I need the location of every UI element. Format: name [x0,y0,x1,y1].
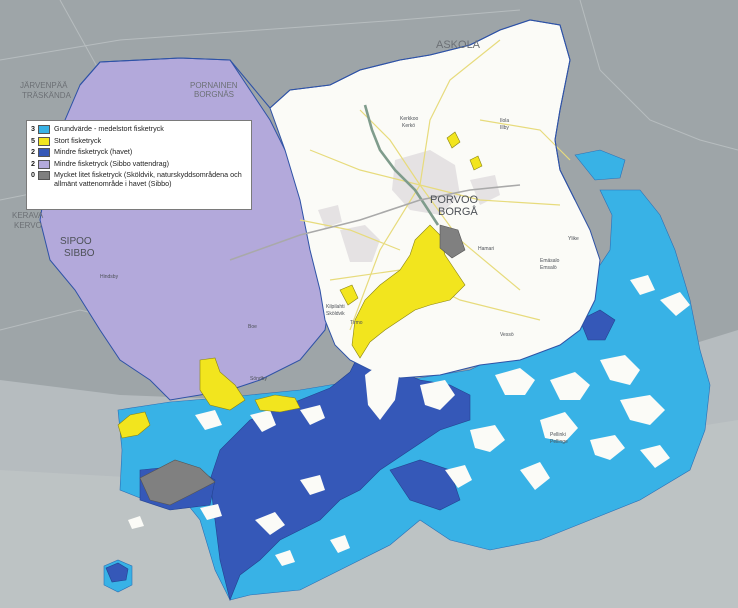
legend-swatch-lower-sea [38,148,50,157]
label-sipoo: SIPOO [60,236,92,247]
legend-label: Grundvärde - medelstort fisketryck [54,124,164,133]
label-traskanda: TRÄSKÄNDA [22,91,72,100]
legend-swatch-high [38,136,50,146]
label-kilpilahti: Kilpilahti [326,304,345,310]
label-boe: Boe [248,324,257,330]
label-kerkkoo: Kerkkoo [400,116,419,122]
label-ylike: Ylike [568,236,579,242]
label-emasalo: Emäsalo [540,258,560,264]
label-kerko: Kerkö [402,123,415,129]
legend-swatch-very-low [38,171,50,180]
legend-swatch-lower-river [38,159,50,169]
zone-very-low-pressure-skoldvik [439,224,466,259]
label-skoldvik: Sköldvik [326,311,345,317]
zone-very-low-pressure-south [139,459,216,506]
label-pellinge: Pellinge [550,439,568,445]
legend-value: 0 [31,170,35,179]
label-askola: ASKOLA [436,39,481,51]
legend-label: Stort fisketryck [54,135,102,145]
islands [128,275,690,566]
municipal-border [79,19,576,201]
legend-value: 3 [31,124,35,133]
legend-value: 2 [31,147,35,156]
motorway [229,184,521,261]
legend-value: 5 [31,135,35,145]
legend-item: 2 Mindre fisketryck (Sibbo vattendrag) [31,159,247,169]
label-hamari: Hamari [478,246,494,252]
label-jarvenpaa: JÄRVENPÄÄ [20,81,68,90]
legend-label: Mycket litet fisketryck (Sköldvik, natur… [54,170,242,188]
legend-value: 2 [31,158,35,168]
porvoo-river [363,104,440,226]
legend-label: Mindre fisketryck (havet) [54,147,133,156]
legend-item: 5 Stort fisketryck [31,136,247,146]
legend-label: Mindre fisketryck (Sibbo vattendrag) [54,158,170,168]
label-emsalo: Emsalö [540,265,557,271]
label-tirmo: Tirmo [350,320,363,326]
legend-item: 0 Mycket litet fisketryck (Sköldvik, nat… [31,170,247,188]
label-illby: Illby [500,125,509,131]
label-pellinki: Pellinki [550,432,566,438]
urban-areas [318,150,500,262]
label-ilola: Ilola [500,118,509,124]
label-hindsby: Hindsby [100,274,119,280]
legend-item: 3 Grundvärde - medelstort fisketryck [31,124,247,134]
label-kerava: KERAVA [12,211,44,220]
label-kervo: KERVO [14,221,42,230]
legend-swatch-medium [38,125,50,134]
map-legend: 3 Grundvärde - medelstort fisketryck 5 S… [26,120,252,210]
label-sondby: Söndby [250,376,267,382]
label-porvoo: PORVOO [430,194,479,206]
label-vessoe: Vessö [500,332,514,338]
zone-high-pressure [117,131,483,439]
label-borga: BORGÅ [438,205,478,218]
label-sibbo: SIBBO [64,248,95,259]
label-pornainen: PORNAINEN [190,81,238,90]
legend-item: 2 Mindre fisketryck (havet) [31,147,247,157]
porvoo-roads [299,39,571,331]
label-borgnas: BORGNÄS [194,90,234,99]
